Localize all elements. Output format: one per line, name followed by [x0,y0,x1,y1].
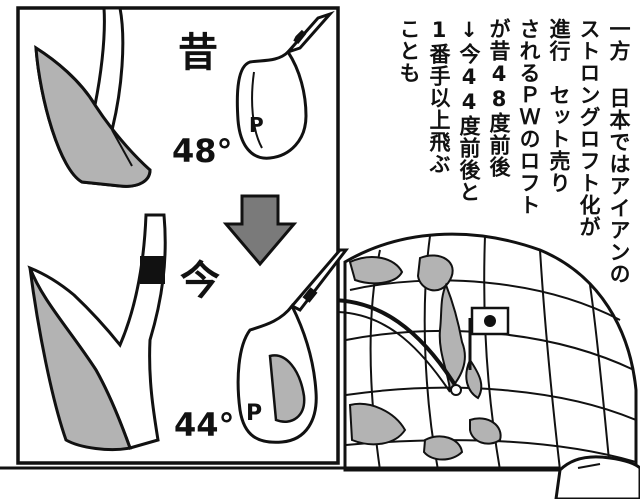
after-angle-label: 44° [174,406,235,444]
club-new-side-view [27,213,167,452]
down-arrow-icon [222,194,298,267]
club-new-letter: P [246,401,262,426]
narration-line-4: されるＰＷのロフト [517,18,541,216]
before-label: 昔 [178,30,218,76]
club-old-head [235,10,335,160]
ball-trajectory [329,298,462,396]
after-label: 今 [180,258,220,304]
before-angle-label: 48° [172,132,233,170]
narration-line-5: が昔48度前後 [487,18,511,178]
narration-line-2: ストロングロフト化が [577,18,601,238]
narration-line-1: 一方 日本ではアイアンの [607,18,631,285]
narration-line-8: ことも [397,18,421,84]
club-new-head [236,248,350,444]
club-old-letter: P [249,113,264,137]
japan-flag-icon [468,306,510,370]
narration-line-3: 進行 セット売り [547,18,571,194]
globe-illustration [343,232,638,472]
narration-line-7: 1番手以上飛ぶ [427,18,451,175]
club-old-side-view [34,6,152,188]
narration-line-6: ↓今44度前後と [457,18,481,203]
hand-illustration [554,455,640,501]
